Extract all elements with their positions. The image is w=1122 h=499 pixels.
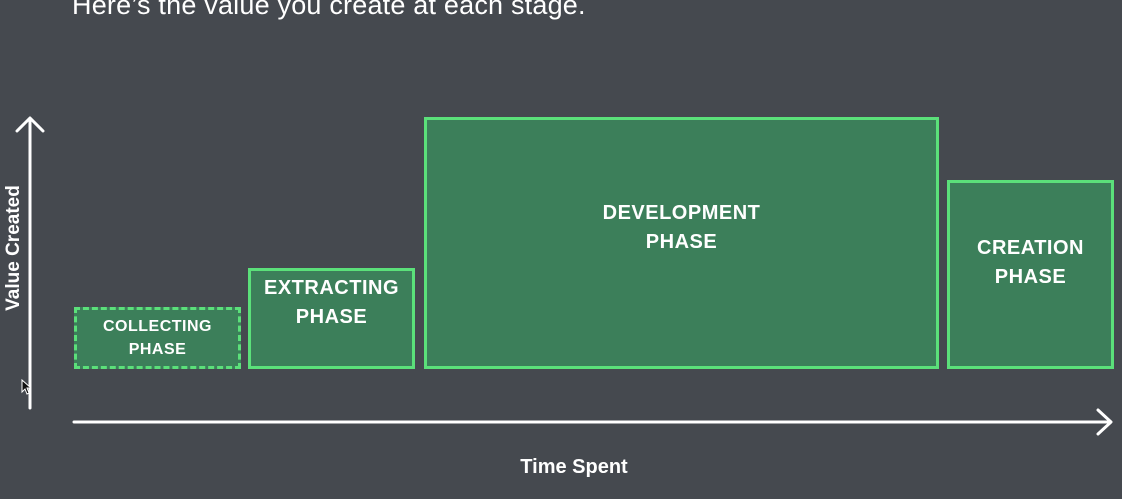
creation-phase-label-2: PHASE xyxy=(994,265,1067,288)
collecting-phase-label-1: COLLECTING xyxy=(103,317,212,335)
y-axis-arrow-icon xyxy=(15,116,45,410)
extracting-phase-label-2: PHASE xyxy=(295,305,368,328)
y-axis-label: Value Created xyxy=(3,185,24,311)
development-phase-label-1: DEVELOPMENT xyxy=(602,202,761,224)
development-phase-label-2: PHASE xyxy=(645,231,718,253)
creation-phase-label-1: CREATION xyxy=(977,236,1084,259)
collecting-phase-label-2: PHASE xyxy=(128,341,187,358)
slide-caption: Here’s the value you create at each stag… xyxy=(72,0,586,20)
extracting-phase-box: EXTRACTING PHASE xyxy=(248,268,415,369)
extracting-phase-label-1: EXTRACTING xyxy=(264,276,399,299)
development-phase-box: DEVELOPMENT PHASE xyxy=(424,117,939,369)
x-axis-label: Time Spent xyxy=(520,456,628,478)
creation-phase-box: CREATION PHASE xyxy=(947,180,1114,369)
collecting-phase-box: COLLECTING PHASE xyxy=(74,307,241,369)
mouse-pointer-icon xyxy=(21,379,31,395)
x-axis-arrow-icon xyxy=(72,408,1113,436)
